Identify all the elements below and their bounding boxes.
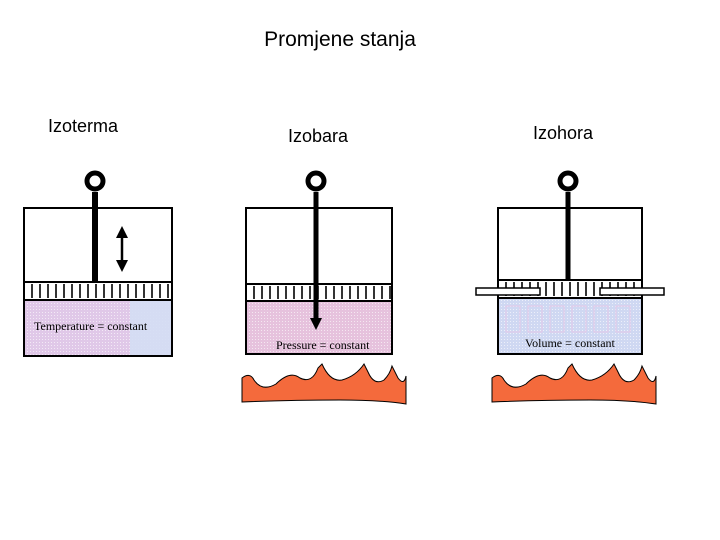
down-arrow-icon xyxy=(310,318,322,330)
cylinder-isobaric: Pressure = constant xyxy=(241,170,407,405)
flame-icon xyxy=(491,363,657,405)
isobaric-label: Izobara xyxy=(288,126,349,146)
rod-ring xyxy=(305,170,327,192)
rod-ring xyxy=(557,170,579,192)
cylinder-isothermal: Temperature = constant xyxy=(23,170,173,357)
up-down-arrow-icon xyxy=(116,226,128,272)
piston xyxy=(23,281,173,301)
isothermal-label: Izoterma xyxy=(48,116,119,136)
flame-icon xyxy=(241,363,407,405)
process-caption: Temperature = constant xyxy=(34,319,148,333)
page-title: Promjene stanja xyxy=(264,28,416,51)
process-caption: Pressure = constant xyxy=(276,338,370,352)
piston xyxy=(245,283,393,302)
rod-ring xyxy=(84,170,106,192)
cylinder-isochoric: Volume = constant xyxy=(475,170,665,405)
process-caption: Volume = constant xyxy=(525,336,616,350)
isochoric-label: Izohora xyxy=(533,123,594,143)
pins-icon xyxy=(475,287,665,296)
